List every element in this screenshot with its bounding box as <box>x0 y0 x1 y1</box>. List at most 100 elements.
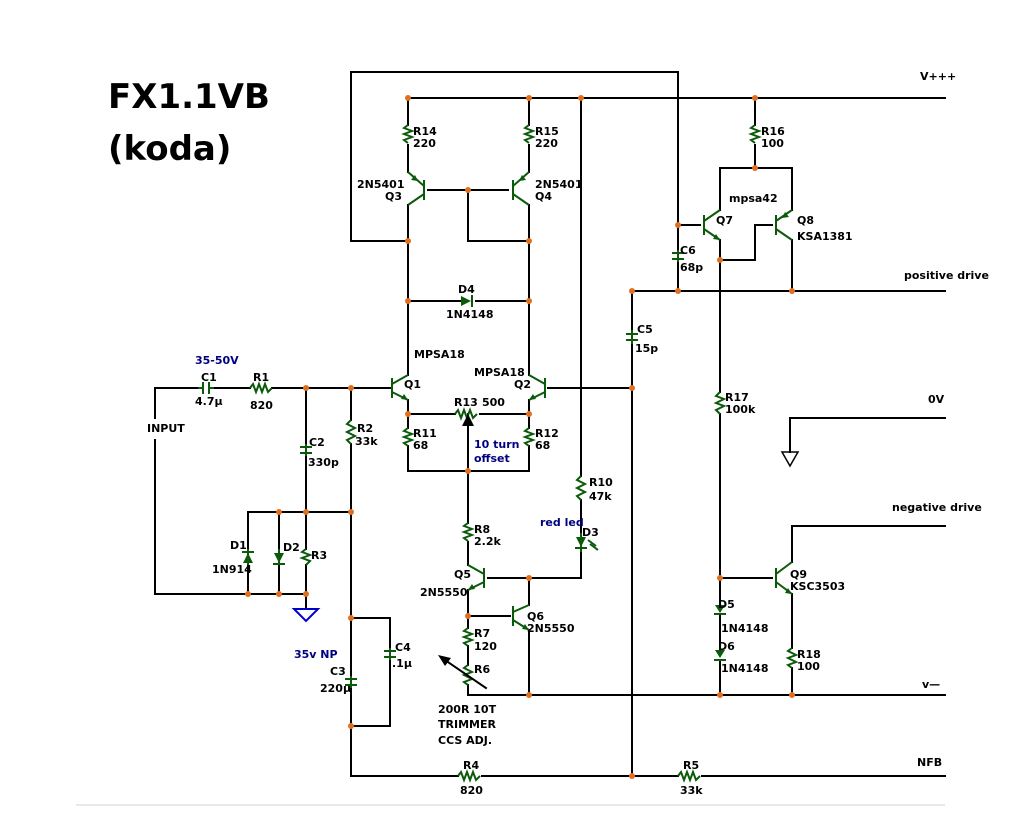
rail-label-vpos: V+++ <box>920 70 956 83</box>
label-Q8: Q8 <box>797 214 814 227</box>
label-Q7: Q7 <box>716 214 733 227</box>
resistor-R15 <box>522 124 536 144</box>
diode-D2 <box>273 549 285 565</box>
rail-label-nfb: NFB <box>917 756 942 769</box>
value-R4: 820 <box>460 784 483 797</box>
transistor-Q1 <box>391 374 409 401</box>
label-Q6: Q6 <box>527 610 544 623</box>
label-R3: R3 <box>311 549 327 562</box>
trimmer-arrow-R6 <box>438 655 488 690</box>
resistor-R12 <box>522 427 536 447</box>
note-np: 35v NP <box>294 648 338 661</box>
label-Q9: Q9 <box>790 568 807 581</box>
ground-icon-0v <box>780 451 800 468</box>
value-R5: 33k <box>680 784 703 797</box>
resistor-R1 <box>249 381 273 395</box>
diode-D4 <box>461 295 473 307</box>
value-D4: 1N4148 <box>446 308 493 321</box>
transistor-Q4 <box>512 171 530 206</box>
value-R2: 33k <box>355 435 378 448</box>
rail-label-negative-drive: negative drive <box>892 501 982 514</box>
resistor-R3 <box>299 548 313 566</box>
label-R13: R13 <box>454 396 478 409</box>
label-D5: D5 <box>718 598 735 611</box>
label-R6: R6 <box>474 663 490 676</box>
label-R2: R2 <box>357 422 373 435</box>
transistor-Q5 <box>467 564 485 591</box>
label-Q1: Q1 <box>404 378 421 391</box>
diode-D6 <box>714 650 726 661</box>
label-Q3: Q3 <box>385 190 402 203</box>
value-R15: 220 <box>535 137 558 150</box>
type-Q8: KSA1381 <box>797 230 853 243</box>
label-R17: R17 <box>725 391 749 404</box>
schematic-subtitle: (koda) <box>108 129 231 169</box>
transistor-Q3 <box>407 171 425 206</box>
schematic-title: FX1.1VB <box>108 77 270 117</box>
transistor-Q7 <box>703 209 721 241</box>
label-D1: D1 <box>230 539 247 552</box>
label-C3: C3 <box>330 665 346 678</box>
label-C2: C2 <box>309 436 325 449</box>
type-Q1: MPSA18 <box>414 348 465 361</box>
diode-D1 <box>242 549 254 565</box>
resistor-R13 <box>454 407 478 421</box>
label-D6: D6 <box>718 640 735 653</box>
label-Q5: Q5 <box>454 568 471 581</box>
resistor-R7 <box>461 627 475 647</box>
label-R7: R7 <box>474 627 490 640</box>
capacitor-C2 <box>300 444 312 456</box>
ground-icon-input <box>291 608 321 623</box>
value-C4: .1µ <box>392 657 412 670</box>
value-R13: 500 <box>482 396 505 409</box>
value-R8: 2.2k <box>474 535 501 548</box>
diode-D5 <box>714 605 726 615</box>
value-C3: 220µ <box>320 682 351 695</box>
type-Q7: mpsa42 <box>729 192 778 205</box>
junction-dots <box>245 95 795 779</box>
input-label: INPUT <box>147 422 185 435</box>
type-Q4: 2N5401 <box>535 178 582 191</box>
label-R16: R16 <box>761 125 785 138</box>
rail-label-positive-drive: positive drive <box>904 269 989 282</box>
label-R14: R14 <box>413 125 437 138</box>
value-R17: 100k <box>725 403 756 416</box>
value-R12: 68 <box>535 439 550 452</box>
note-trimmer-1: 200R 10T <box>438 703 497 716</box>
value-C6: 68p <box>680 261 703 274</box>
capacitor-C1 <box>198 382 214 394</box>
label-C6: C6 <box>680 244 696 257</box>
trimmer-arrow-R13 <box>462 414 474 433</box>
value-R18: 100 <box>797 660 820 673</box>
transistor-Q9 <box>775 561 793 595</box>
value-D6: 1N4148 <box>721 662 768 675</box>
note-supply: 35-50V <box>195 354 239 367</box>
capacitor-C4 <box>384 648 396 660</box>
value-R10: 47k <box>589 490 612 503</box>
transistor-Q6 <box>512 604 530 631</box>
value-C2: 330p <box>308 456 339 469</box>
wiring <box>76 71 946 806</box>
label-D4: D4 <box>458 283 475 296</box>
label-C4: C4 <box>395 641 411 654</box>
value-R14: 220 <box>413 137 436 150</box>
label-Q2: Q2 <box>514 378 531 391</box>
resistor-R6 <box>461 664 475 686</box>
note-offset-1: 10 turn <box>474 438 519 451</box>
type-Q2: MPSA18 <box>474 366 525 379</box>
note-offset-2: offset <box>474 452 510 465</box>
rail-label-0v: 0V <box>928 393 945 406</box>
resistor-R18 <box>785 647 799 669</box>
value-R7: 120 <box>474 640 497 653</box>
resistor-R8 <box>461 522 475 542</box>
value-R1: 820 <box>250 399 273 412</box>
value-D1: 1N914 <box>212 563 252 576</box>
resistor-R5 <box>677 769 701 783</box>
label-R11: R11 <box>413 427 437 440</box>
resistor-R4 <box>457 769 481 783</box>
resistor-R2 <box>344 419 358 445</box>
value-C1: 4.7µ <box>195 395 223 408</box>
label-R4: R4 <box>463 759 479 772</box>
transistor-Q8 <box>775 209 793 241</box>
type-Q5: 2N5550 <box>420 586 468 599</box>
